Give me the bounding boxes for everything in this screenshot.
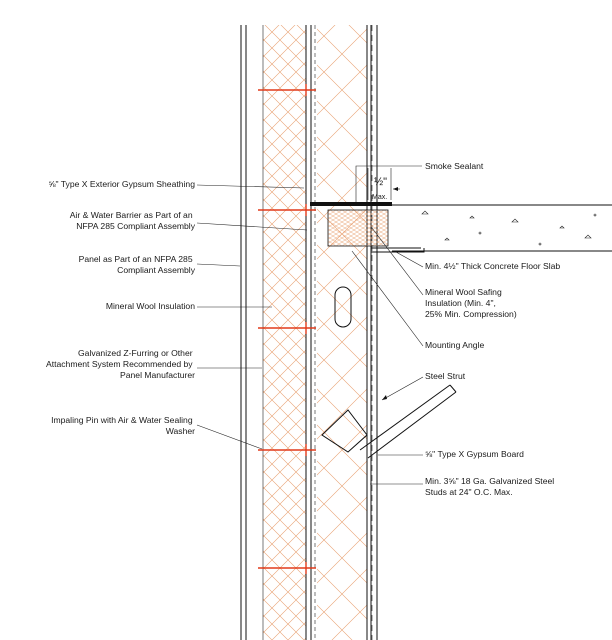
callout-mounting-angle: Mounting Angle: [425, 340, 484, 350]
callout-safing: Mineral Wool Safing Insulation (Min. 4",…: [425, 287, 517, 319]
impaling-pins: [258, 84, 316, 574]
stud-knockout: [334, 286, 352, 328]
exterior-panel: [240, 25, 247, 640]
impaling-pin: [258, 444, 316, 456]
leader-line: [196, 222, 308, 231]
dimension-note: Max.: [372, 194, 387, 201]
callout-panel: Panel as Part of an NFPA 285 Compliant A…: [79, 254, 196, 275]
left-callouts: ⅝" Type X Exterior Gypsum Sheathing Air …: [46, 179, 308, 450]
leader-line: [351, 250, 424, 347]
steel-stud-and-gypsum: [366, 25, 378, 640]
callout-steel-studs: Min. 3⅝" 18 Ga. Galvanized Steel Studs a…: [425, 476, 557, 497]
mineral-wool-insulation: [262, 25, 307, 640]
stud-cavity-insulation: [317, 25, 367, 640]
leader-line: [196, 424, 263, 450]
safing-insulation: [327, 209, 389, 247]
leader-line: [355, 165, 422, 202]
leader-line: [196, 263, 241, 267]
dimension-mark: ½" Max.: [367, 168, 400, 201]
impaling-pin: [258, 322, 316, 334]
leader-line: [371, 227, 424, 296]
callout-mineral-wool: Mineral Wool Insulation: [106, 301, 195, 311]
mounting-angle: [370, 246, 425, 253]
impaling-pin: [258, 84, 316, 96]
callout-floor-slab: Min. 4½" Thick Concrete Floor Slab: [425, 261, 560, 271]
callout-air-water-barrier: Air & Water Barrier as Part of an NFPA 2…: [70, 210, 196, 231]
impaling-pin: [258, 204, 316, 216]
leader-line: [395, 251, 424, 268]
callout-exterior-sheathing: ⅝" Type X Exterior Gypsum Sheathing: [48, 179, 195, 189]
dimension-value: ½": [374, 176, 387, 188]
exterior-sheathing: [305, 25, 316, 640]
callout-impaling-pin: Impaling Pin with Air & Water Sealing Wa…: [51, 415, 195, 436]
leader-line: [381, 376, 424, 401]
smoke-sealant: [310, 202, 392, 206]
steel-strut: [321, 384, 457, 459]
leader-line: [196, 184, 305, 189]
callout-steel-strut: Steel Strut: [425, 371, 466, 381]
callout-smoke-sealant: Smoke Sealant: [425, 161, 484, 171]
impaling-pin: [258, 562, 316, 574]
callout-z-furring: Galvanized Z-Furring or Other Attachment…: [46, 348, 195, 380]
callout-gypsum-board: ⅝" Type X Gypsum Board: [425, 449, 524, 459]
right-callouts: Smoke Sealant Min. 4½" Thick Concrete Fl…: [351, 161, 560, 497]
